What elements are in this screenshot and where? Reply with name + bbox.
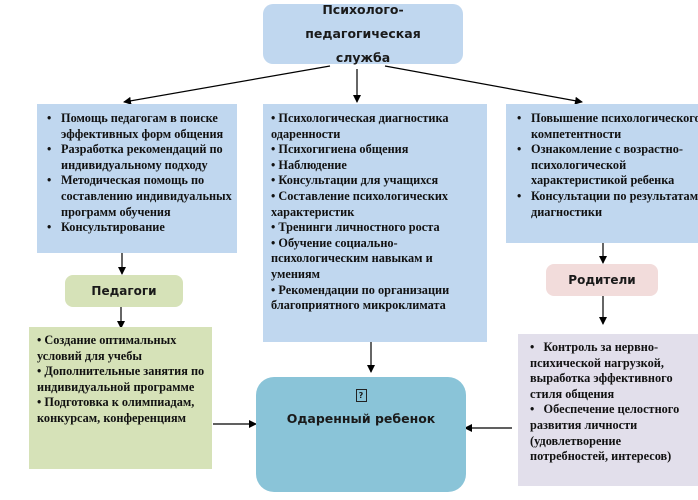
list-item: Создание оптимальных условий для учебы [37,333,208,364]
list-item: Помощь педагогам в поиске эффективных фо… [45,111,233,142]
student-support-box: Психологическая диагностика одаренности … [263,104,487,342]
psych-service-box: Психолого-педагогическая служба [263,2,463,65]
list-item: Подготовка к олимпиадам, конкурсам, конф… [37,395,208,426]
arrow-top-to-left [123,65,331,105]
list-item: Рекомендации по организации благоприятно… [271,283,481,314]
teacher-actions-box: Создание оптимальных условий для учебы Д… [29,327,212,469]
teachers-box: Педагоги [65,275,183,307]
teacher-support-box: Помощь педагогам в поиске эффективных фо… [37,104,237,253]
gifted-child-label: Одаренный ребенок [286,411,436,426]
placeholder-icon: ? [355,389,367,402]
parent-support-box: Повышение психологического компетентност… [506,104,698,243]
list-item: Обучение социально-психологическим навык… [271,236,481,283]
list-item: Психогигиена общения [271,142,481,158]
list-item: Психологическая диагностика одаренности [271,111,481,142]
list-item: Ознакомление с возрастно-психологической… [515,142,698,189]
list-item: Методическая помощь по составлению индив… [45,173,233,220]
list-item: Дополнительные занятия по индивидуальной… [37,364,208,395]
gifted-child-box: ? Одаренный ребенок [256,377,466,492]
parents-box: Родители [546,264,658,296]
arrow-top-to-right [384,65,583,105]
list-item: Разработка рекомендаций по индивидуально… [45,142,233,173]
list-item: Наблюдение [271,158,481,174]
list-item: Консультирование [45,220,233,236]
list-item: Консультации по результатам диагностики [515,189,698,220]
list-item: Консультации для учащихся [271,173,481,189]
teachers-label: Педагоги [91,284,157,298]
parent-actions-box: Контроль за нервно-психической нагрузкой… [518,334,698,486]
list-item: Контроль за нервно-психической нагрузкой… [530,340,694,402]
parents-label: Родители [568,273,636,287]
list-item: Составление психологических характеристи… [271,189,481,220]
list-item: Повышение психологического компетентност… [515,111,698,142]
list-item: Тренинги личностного роста [271,220,481,236]
psych-service-title: Психолого-педагогическая служба [305,2,421,65]
list-item: Обеспечение целостного развития личности… [530,402,694,464]
